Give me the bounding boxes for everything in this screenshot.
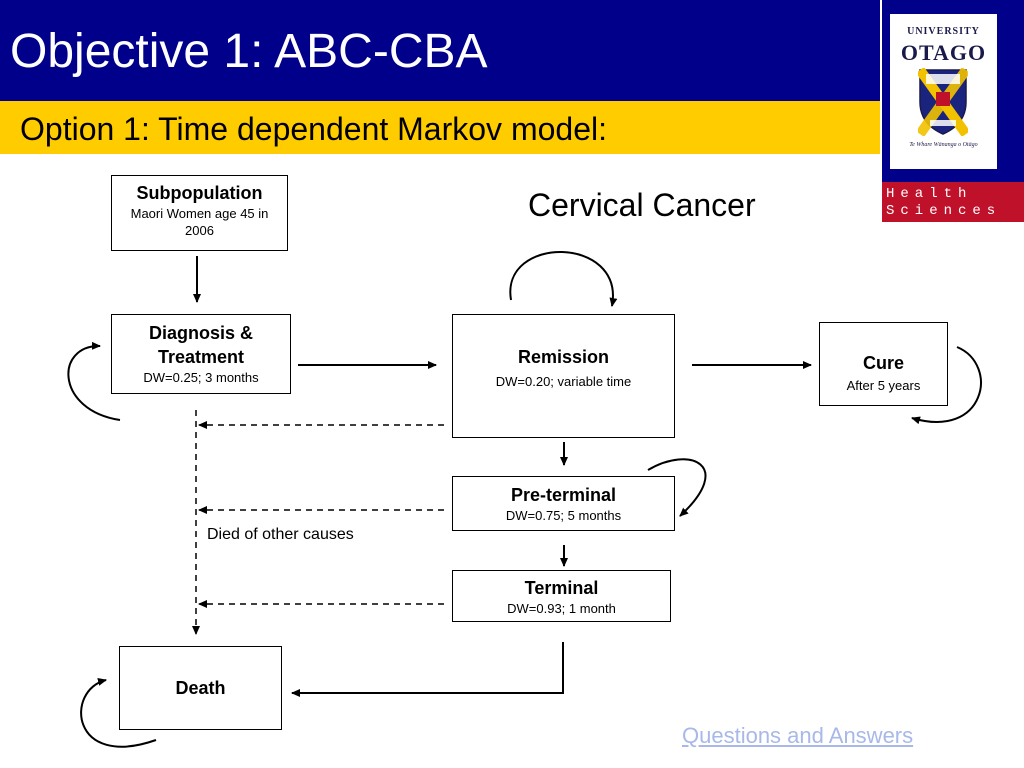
remission-title: Remission xyxy=(517,347,610,367)
health-sciences-badge xyxy=(882,182,1024,222)
diagnosis-box: Diagnosis & Treatment DW=0.25; 3 months xyxy=(111,314,291,394)
page-subtitle: Option 1: Time dependent Markov model: xyxy=(20,111,607,147)
died-other-causes-label: Died of other causes xyxy=(207,526,354,543)
death-title: Death xyxy=(175,678,226,698)
terminal-box: Terminal DW=0.93; 1 month xyxy=(452,570,671,622)
terminal-detail: DW=0.93; 1 month xyxy=(507,601,616,616)
logo-university-text: UNIVERSITY xyxy=(907,26,980,37)
loop-preterminal xyxy=(647,458,707,517)
cure-box: Cure After 5 years xyxy=(819,322,948,406)
health-sciences-line1: Health xyxy=(886,186,973,202)
preterminal-title: Pre-terminal xyxy=(510,485,617,505)
arrow-terminal-to-death xyxy=(291,642,564,697)
preterminal-detail: DW=0.75; 5 months xyxy=(505,508,622,523)
health-sciences-line2: Sciences xyxy=(886,203,1002,219)
diagnosis-title: Diagnosis & Treatment xyxy=(148,323,254,367)
preterminal-box: Pre-terminal DW=0.75; 5 months xyxy=(452,476,675,531)
loop-diagnosis xyxy=(67,341,121,421)
crest-icon xyxy=(918,68,968,136)
page-title: Objective 1: ABC-CBA xyxy=(10,25,488,78)
subpopulation-title: Subpopulation xyxy=(136,183,263,203)
diagram-heading: Cervical Cancer xyxy=(528,187,756,223)
loop-cure xyxy=(911,346,982,425)
loop-death xyxy=(80,678,157,748)
remission-detail: DW=0.20; variable time xyxy=(495,374,632,389)
questions-and-answers-link[interactable]: Questions and Answers xyxy=(682,723,914,748)
subtitle-bar xyxy=(0,101,880,154)
title-bar xyxy=(0,0,880,101)
cure-title: Cure xyxy=(862,353,904,373)
cure-detail: After 5 years xyxy=(846,378,921,393)
loop-remission xyxy=(509,251,618,307)
terminal-title: Terminal xyxy=(524,578,599,598)
diagnosis-detail: DW=0.25; 3 months xyxy=(143,370,259,385)
subpopulation-detail: Maori Women age 45 in 2006 xyxy=(130,206,269,238)
logo-name-text: OTAGO xyxy=(900,40,987,65)
logo-motto: Te Whare Wānanga o Otāgo xyxy=(909,142,978,148)
remission-box: Remission DW=0.20; variable time xyxy=(452,314,675,438)
subpopulation-box: Subpopulation Maori Women age 45 in 2006 xyxy=(111,175,288,251)
death-box: Death xyxy=(119,646,282,730)
